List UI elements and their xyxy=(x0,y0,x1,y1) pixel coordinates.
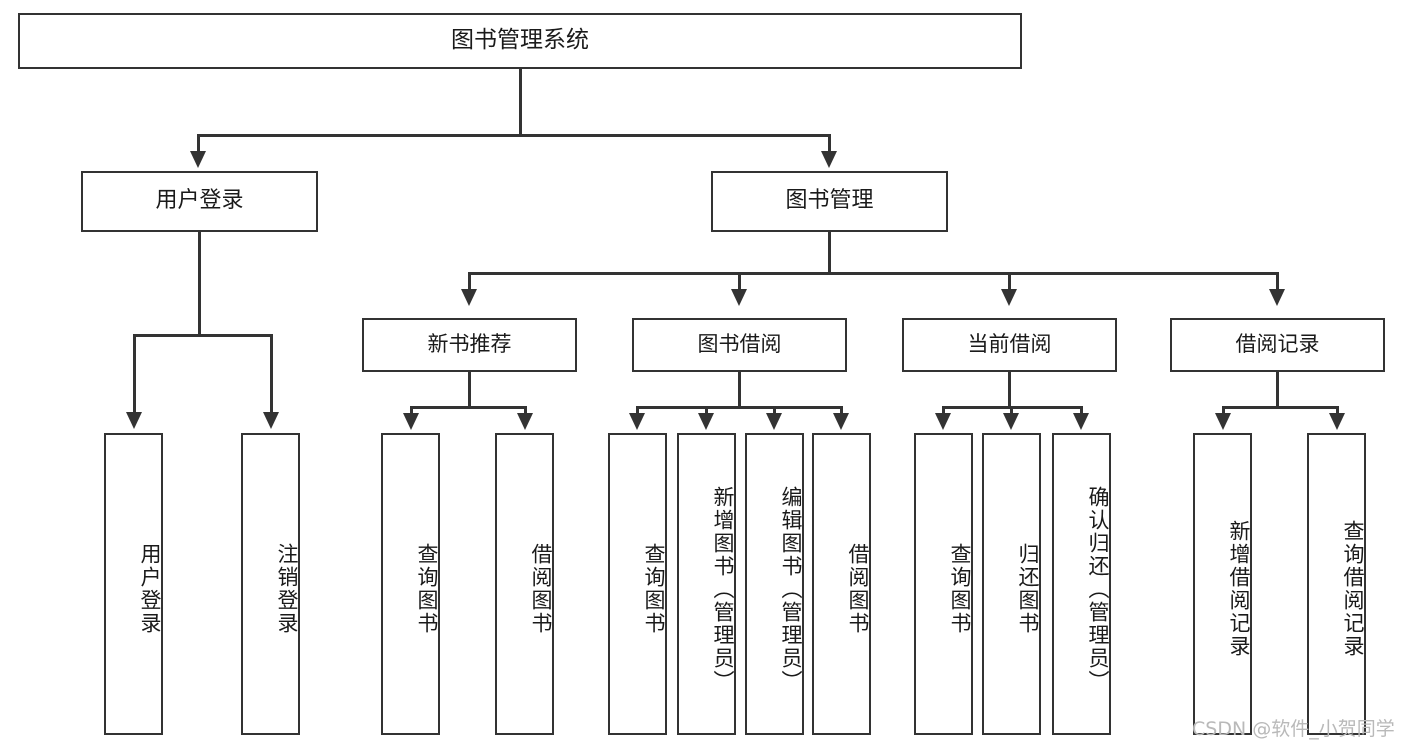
leaf-book-borrow-3[interactable]: 借阅图书 xyxy=(812,433,871,735)
arrow-leaf-new-book-1 xyxy=(517,413,533,430)
arrow-book-borrow xyxy=(731,289,747,306)
connector-level2-bus xyxy=(197,134,831,137)
connector-drop-leaf-borrow-record-0 xyxy=(1222,406,1225,415)
connector-new-book-bus xyxy=(410,406,527,409)
connector-drop-borrow-record xyxy=(1276,272,1279,291)
arrow-leaf-book-borrow-3 xyxy=(833,413,849,430)
arrow-new-book xyxy=(461,289,477,306)
connector-drop-leaf-borrow-record-1 xyxy=(1336,406,1339,415)
leaf-label: 确认归还（管理员） xyxy=(1086,485,1110,693)
leaf-new-book-1[interactable]: 借阅图书 xyxy=(495,433,554,735)
node-borrow-record[interactable]: 借阅记录 xyxy=(1170,318,1385,372)
arrow-leaf-borrow-record-1 xyxy=(1329,413,1345,430)
node-book-manage[interactable]: 图书管理 xyxy=(711,171,948,232)
connector-drop-new-book xyxy=(468,272,471,291)
connector-drop-leaf-book-borrow-3 xyxy=(840,406,843,415)
leaf-current-borrow-0[interactable]: 查询图书 xyxy=(914,433,973,735)
arrow-leaf-user-login-0 xyxy=(126,412,142,429)
connector-root-stem xyxy=(519,69,522,136)
connector-current-borrow-stem xyxy=(1008,372,1011,408)
connector-drop-leaf-book-borrow-0 xyxy=(636,406,639,415)
arrow-user-login xyxy=(190,151,206,168)
leaf-label: 编辑图书（管理员） xyxy=(779,485,803,693)
arrow-leaf-book-borrow-0 xyxy=(629,413,645,430)
leaf-label: 查询借阅记录 xyxy=(1341,520,1365,658)
leaf-borrow-record-1[interactable]: 查询借阅记录 xyxy=(1307,433,1366,735)
leaf-label: 借阅图书 xyxy=(846,543,870,635)
leaf-label: 查询图书 xyxy=(415,543,439,635)
connector-drop-leaf-book-borrow-1 xyxy=(705,406,708,415)
leaf-current-borrow-2[interactable]: 确认归还（管理员） xyxy=(1052,433,1111,735)
connector-drop-leaf-user-login-1 xyxy=(270,334,273,414)
connector-drop-current-borrow xyxy=(1008,272,1011,291)
leaf-label: 借阅图书 xyxy=(529,543,553,635)
connector-drop-book-borrow xyxy=(738,272,741,291)
leaf-book-borrow-2[interactable]: 编辑图书（管理员） xyxy=(745,433,804,735)
leaf-user-login-0[interactable]: 用户登录 xyxy=(104,433,163,735)
connector-drop-leaf-current-borrow-2 xyxy=(1080,406,1083,415)
leaf-label: 新增借阅记录 xyxy=(1227,520,1251,658)
leaf-new-book-0[interactable]: 查询图书 xyxy=(381,433,440,735)
node-label: 借阅记录 xyxy=(1235,332,1320,357)
node-new-book-recommend[interactable]: 新书推荐 xyxy=(362,318,577,372)
arrow-leaf-current-borrow-0 xyxy=(935,413,951,430)
leaf-label: 归还图书 xyxy=(1016,543,1040,635)
node-label: 新书推荐 xyxy=(427,332,512,357)
connector-book-manage-stem xyxy=(828,232,831,274)
node-label: 图书管理系统 xyxy=(451,27,589,54)
node-label: 用户登录 xyxy=(155,188,244,214)
arrow-leaf-current-borrow-2 xyxy=(1073,413,1089,430)
connector-book-borrow-bus xyxy=(636,406,842,409)
node-label: 当前借阅 xyxy=(967,332,1052,357)
connector-drop-leaf-new-book-1 xyxy=(524,406,527,415)
arrow-book-manage xyxy=(821,151,837,168)
node-user-login[interactable]: 用户登录 xyxy=(81,171,318,232)
leaf-label: 新增图书（管理员） xyxy=(711,485,735,693)
leaf-user-login-1[interactable]: 注销登录 xyxy=(241,433,300,735)
node-label: 图书管理 xyxy=(785,188,874,214)
leaf-label: 注销登录 xyxy=(275,543,299,635)
connector-new-book-stem xyxy=(468,372,471,408)
leaf-label: 查询图书 xyxy=(642,543,666,635)
arrow-leaf-book-borrow-2 xyxy=(766,413,782,430)
connector-book-borrow-stem xyxy=(738,372,741,408)
arrow-leaf-new-book-0 xyxy=(403,413,419,430)
connector-drop-leaf-new-book-0 xyxy=(410,406,413,415)
node-current-borrow[interactable]: 当前借阅 xyxy=(902,318,1117,372)
arrow-leaf-book-borrow-1 xyxy=(698,413,714,430)
leaf-label: 查询图书 xyxy=(948,543,972,635)
connector-drop-leaf-book-borrow-2 xyxy=(773,406,776,415)
arrow-current-borrow xyxy=(1001,289,1017,306)
connector-borrow-record-bus xyxy=(1222,406,1339,409)
connector-drop-book-manage xyxy=(828,134,831,153)
arrow-borrow-record xyxy=(1269,289,1285,306)
connector-user-login-stem xyxy=(198,232,201,336)
connector-drop-leaf-user-login-0 xyxy=(133,334,136,414)
arrow-leaf-current-borrow-1 xyxy=(1003,413,1019,430)
leaf-book-borrow-1[interactable]: 新增图书（管理员） xyxy=(677,433,736,735)
csdn-watermark: CSDN @软件_小贺同学 xyxy=(1192,718,1395,740)
node-label: 图书借阅 xyxy=(697,332,782,357)
node-book-borrow[interactable]: 图书借阅 xyxy=(632,318,847,372)
connector-level3-bus xyxy=(468,272,1278,275)
leaf-label: 用户登录 xyxy=(138,543,162,635)
connector-user-login-bus xyxy=(133,334,272,337)
arrow-leaf-user-login-1 xyxy=(263,412,279,429)
arrow-leaf-borrow-record-0 xyxy=(1215,413,1231,430)
node-root-system[interactable]: 图书管理系统 xyxy=(18,13,1022,69)
connector-borrow-record-stem xyxy=(1276,372,1279,408)
leaf-book-borrow-0[interactable]: 查询图书 xyxy=(608,433,667,735)
connector-drop-leaf-current-borrow-1 xyxy=(1010,406,1013,415)
connector-drop-leaf-current-borrow-0 xyxy=(942,406,945,415)
leaf-current-borrow-1[interactable]: 归还图书 xyxy=(982,433,1041,735)
connector-drop-user-login xyxy=(197,134,200,153)
leaf-borrow-record-0[interactable]: 新增借阅记录 xyxy=(1193,433,1252,735)
